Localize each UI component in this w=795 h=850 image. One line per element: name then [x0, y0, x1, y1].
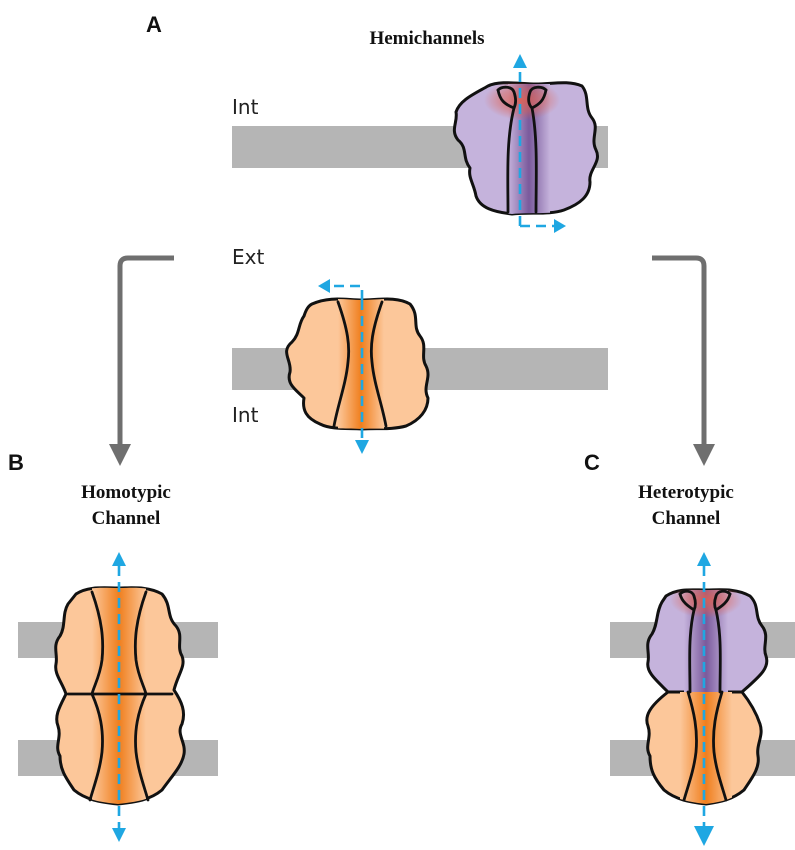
panel-c-label: C: [584, 450, 600, 475]
homotypic-title-line2: Channel: [92, 508, 161, 529]
heterotypic-channel: [645, 588, 769, 806]
connector-arrow-left: [109, 255, 174, 466]
connector-arrow-right: [652, 255, 715, 466]
orange-hemichannel: [285, 297, 430, 431]
heterotypic-title-line2: Channel: [652, 508, 721, 529]
flow-arrow-heterotypic: [694, 552, 714, 846]
flow-arrow-homotypic: [112, 552, 126, 842]
int-label-bottom: Int: [232, 403, 259, 427]
flow-arrow-hemichannel-orange: [318, 279, 369, 454]
hemichannels-title: Hemichannels: [369, 28, 484, 49]
flow-arrow-hemichannel-purple: [513, 54, 566, 233]
panel-b-label: B: [8, 450, 24, 475]
ext-label: Ext: [232, 245, 264, 269]
panel-a-label: A: [146, 12, 162, 37]
int-label-top: Int: [232, 95, 259, 119]
homotypic-title-line1: Homotypic: [81, 482, 171, 503]
heterotypic-title-line1: Heterotypic: [638, 482, 734, 503]
purple-hemichannel: [452, 81, 599, 216]
